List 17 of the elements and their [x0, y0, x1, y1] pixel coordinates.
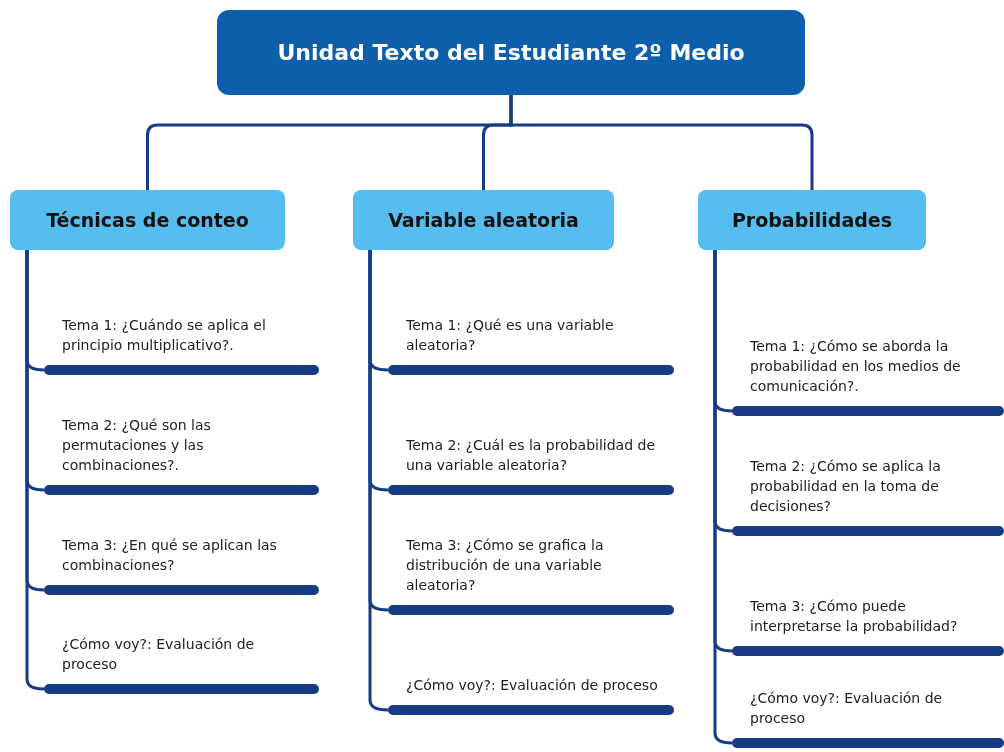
- topic-item: Tema 3: ¿Cómo se grafica la distribución de una variable aleatoria?: [388, 535, 674, 615]
- topic-item: ¿Cómo voy?: Evaluación de proceso: [732, 688, 1004, 748]
- category-box: Probabilidades: [698, 190, 926, 250]
- topic-item: Tema 1: ¿Cuándo se aplica el principio multiplicativo?.: [44, 315, 319, 375]
- category-box: Técnicas de conteo: [10, 190, 285, 250]
- topic-item: ¿Cómo voy?: Evaluación de proceso: [44, 634, 319, 694]
- root-box: Unidad Texto del Estudiante 2º Medio: [217, 10, 805, 95]
- topic-item: Tema 1: ¿Qué es una variable aleatoria?: [388, 315, 674, 375]
- topic-item: Tema 2: ¿Cómo se aplica la probabilidad en la toma de decisiones?: [732, 456, 1004, 536]
- topic-item: Tema 2: ¿Qué son las permutaciones y las combinaciones?.: [44, 415, 319, 495]
- category-box: Variable aleatoria: [353, 190, 614, 250]
- topic-item: ¿Cómo voy?: Evaluación de proceso: [388, 675, 674, 715]
- topic-item: Tema 1: ¿Cómo se aborda la probabilidad en los medios de comunicación?.: [732, 336, 1004, 416]
- topic-item: Tema 3: ¿Cómo puede interpretarse la probabilidad?: [732, 596, 1004, 656]
- connector-line: [509, 95, 814, 190]
- topic-item: Tema 3: ¿En qué se aplican las combinaciones?: [44, 535, 319, 595]
- topic-item: Tema 2: ¿Cuál es la probabilidad de una variable aleatoria?: [388, 435, 674, 495]
